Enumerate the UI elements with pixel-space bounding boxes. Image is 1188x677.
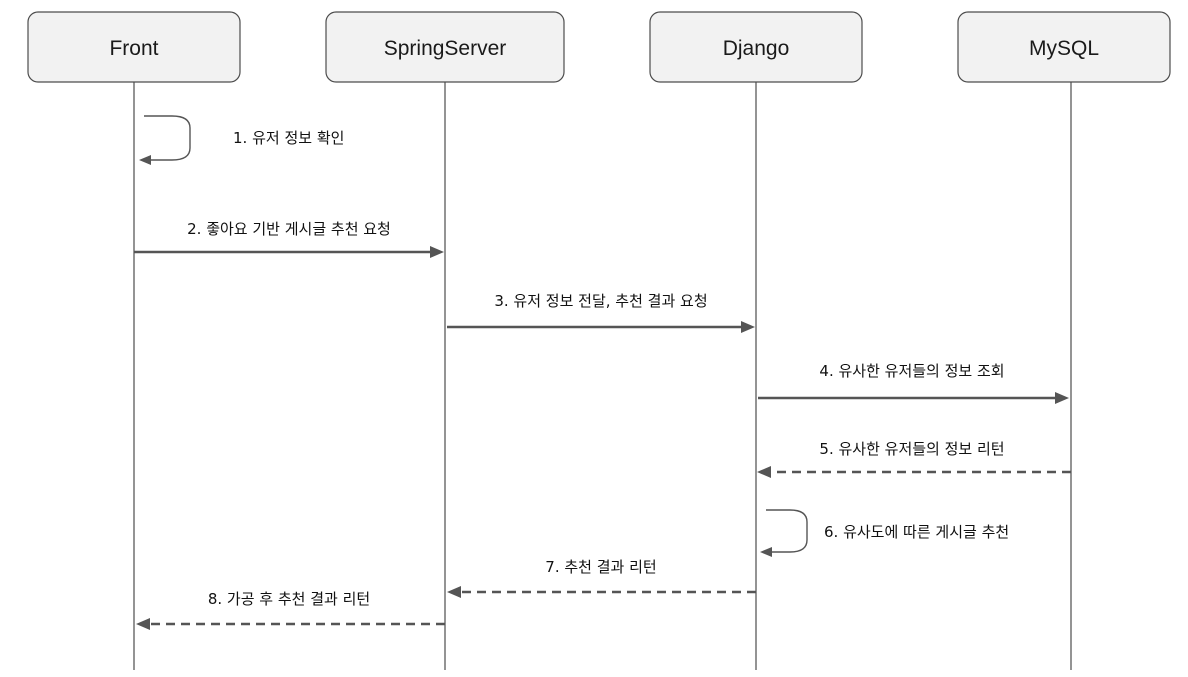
actor-springserver: SpringServer xyxy=(325,11,565,83)
message-4-label: 4. 유사한 유저들의 정보 조회 xyxy=(819,362,1004,380)
message-1-self: 1. 유저 정보 확인 xyxy=(139,115,344,165)
message-5-arrow: 5. 유사한 유저들의 정보 리턴 xyxy=(757,440,1071,478)
actor-mysql: MySQL xyxy=(957,11,1171,83)
message-3-arrow: 3. 유저 정보 전달, 추천 결과 요청 xyxy=(447,292,755,333)
message-8-arrow: 8. 가공 후 추천 결과 리턴 xyxy=(136,590,445,630)
arrowhead xyxy=(139,155,151,165)
actor-springserver-label: SpringServer xyxy=(384,37,507,60)
arrowhead xyxy=(741,321,755,333)
arrowhead xyxy=(1055,392,1069,404)
arrowhead xyxy=(447,586,461,598)
message-7-arrow: 7. 추천 결과 리턴 xyxy=(447,558,756,598)
message-2-label: 2. 좋아요 기반 게시글 추천 요청 xyxy=(187,220,391,238)
arrowhead xyxy=(760,547,772,557)
message-1-label: 1. 유저 정보 확인 xyxy=(233,129,344,147)
actor-front: Front xyxy=(27,11,241,83)
message-2-arrow: 2. 좋아요 기반 게시글 추천 요청 xyxy=(134,220,444,258)
message-5-label: 5. 유사한 유저들의 정보 리턴 xyxy=(819,440,1004,458)
actor-mysql-label: MySQL xyxy=(1029,37,1099,60)
actor-django: Django xyxy=(649,11,863,83)
message-8-label: 8. 가공 후 추천 결과 리턴 xyxy=(208,590,370,608)
arrowhead xyxy=(430,246,444,258)
actor-django-label: Django xyxy=(723,37,790,60)
message-3-label: 3. 유저 정보 전달, 추천 결과 요청 xyxy=(494,292,707,310)
message-6-label: 6. 유사도에 따른 게시글 추천 xyxy=(824,523,1009,541)
message-4-arrow: 4. 유사한 유저들의 정보 조회 xyxy=(758,362,1069,404)
arrowhead xyxy=(757,466,771,478)
message-7-label: 7. 추천 결과 리턴 xyxy=(545,558,656,576)
arrowhead xyxy=(136,618,150,630)
message-6-self: 6. 유사도에 따른 게시글 추천 xyxy=(760,509,1009,557)
actor-front-label: Front xyxy=(109,37,158,60)
